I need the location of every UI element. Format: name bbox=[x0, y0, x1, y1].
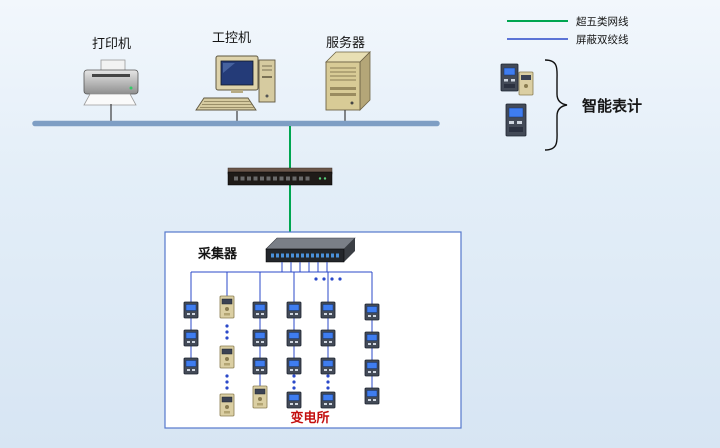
continuation-dots bbox=[292, 374, 296, 390]
collector-wiring bbox=[191, 262, 372, 281]
substation-label: 变电所 bbox=[290, 410, 329, 425]
printer-icon bbox=[83, 59, 139, 106]
legend-cat5-label: 超五类网线 bbox=[576, 15, 629, 28]
meter-icon bbox=[252, 357, 268, 375]
meter-icon bbox=[286, 391, 302, 409]
smart-meter-icon bbox=[505, 103, 527, 137]
smart-meter-group: 智能表计 bbox=[500, 59, 642, 151]
meter-icon bbox=[219, 295, 235, 319]
industrial-pc-icon bbox=[195, 55, 276, 111]
meter-icon bbox=[183, 357, 199, 375]
brace-icon bbox=[544, 59, 568, 151]
meter-icon bbox=[286, 329, 302, 347]
meter-icon bbox=[252, 329, 268, 347]
meter-icon bbox=[252, 385, 268, 409]
meter-icon bbox=[364, 303, 380, 321]
continuation-dots bbox=[225, 374, 229, 390]
meter-icon bbox=[320, 357, 336, 375]
switch-icon bbox=[227, 167, 333, 186]
meter-icon bbox=[286, 301, 302, 319]
meter-icon bbox=[364, 331, 380, 349]
meter-icon bbox=[364, 359, 380, 377]
collector-label: 采集器 bbox=[197, 246, 238, 261]
meter-icon bbox=[219, 345, 235, 369]
industrial-pc-label: 工控机 bbox=[212, 30, 251, 45]
meter-icon bbox=[320, 329, 336, 347]
meter-grid bbox=[183, 272, 380, 417]
legend: 超五类网线 屏蔽双绞线 bbox=[507, 15, 629, 46]
smart-meter-icon bbox=[500, 63, 519, 92]
meter-icon bbox=[183, 329, 199, 347]
server-label: 服务器 bbox=[326, 35, 365, 50]
meter-icon bbox=[252, 301, 268, 319]
meter-icon bbox=[286, 357, 302, 375]
substation-box bbox=[164, 231, 462, 429]
meter-icon bbox=[183, 301, 199, 319]
server-icon bbox=[325, 51, 371, 111]
meter-icon bbox=[219, 393, 235, 417]
collector-icon bbox=[265, 237, 356, 263]
meter-icon bbox=[320, 391, 336, 409]
legend-stp-label: 屏蔽双绞线 bbox=[576, 33, 629, 46]
continuation-dots bbox=[225, 324, 229, 340]
smart-meter-icon bbox=[518, 71, 534, 96]
continuation-dots bbox=[326, 374, 330, 390]
meter-icon bbox=[364, 387, 380, 405]
printer-label: 打印机 bbox=[92, 36, 131, 51]
smart-meter-label: 智能表计 bbox=[582, 97, 642, 115]
meter-icon bbox=[320, 301, 336, 319]
